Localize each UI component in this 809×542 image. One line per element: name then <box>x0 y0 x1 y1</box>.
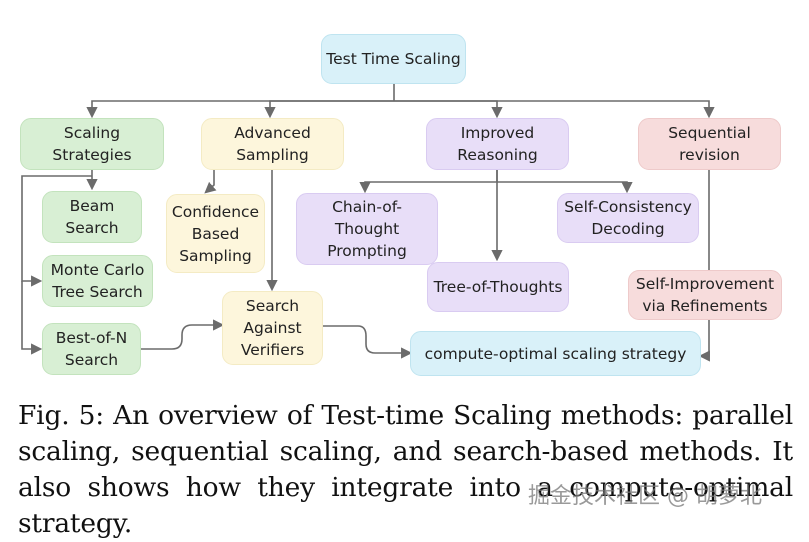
edge-reasoning-selfconsistency <box>497 181 633 194</box>
edge-scaling-montecarlo <box>21 175 92 287</box>
node-compute-optimal-scaling-strategy: compute-optimal scaling strategy <box>410 331 701 376</box>
node-tree-of-thoughts: Tree-of-Thoughts <box>427 262 569 312</box>
edge-root-sequential <box>394 100 715 119</box>
edge-root-reasoning <box>394 100 503 119</box>
edge-scaling-bestofn <box>21 281 43 355</box>
node-monte-carlo-tree-search: Monte Carlo Tree Search <box>42 255 153 307</box>
diagram-edges <box>21 84 715 362</box>
node-improved-reasoning: Improved Reasoning <box>426 118 569 170</box>
node-confidence-based-sampling: Confidence Based Sampling <box>166 194 265 273</box>
node-self-consistency-decoding: Self-Consistency Decoding <box>557 193 699 243</box>
edge-reasoning-cot <box>359 170 498 194</box>
node-scaling-strategies: Scaling Strategies <box>20 118 164 170</box>
node-best-of-n-search: Best-of-N Search <box>42 323 141 375</box>
node-test-time-scaling: Test Time Scaling <box>321 34 466 84</box>
test-time-scaling-diagram: Test Time Scaling Scaling Strategies Adv… <box>20 34 782 376</box>
node-chain-of-thought-prompting: Chain-of-Thought Prompting <box>296 193 438 265</box>
edge-sequential-optimal <box>698 170 710 362</box>
edge-sampling-confidence <box>204 170 217 194</box>
edge-root-scaling <box>86 100 394 119</box>
node-sequential-revision: Sequential revision <box>638 118 781 170</box>
node-advanced-sampling: Advanced Sampling <box>201 118 344 170</box>
watermark: 掘金技术社区 @ 胡萝北 <box>528 484 762 509</box>
figure-caption: Fig. 5: An overview of Test-time Scaling… <box>18 400 793 539</box>
node-search-against-verifiers: Search Against Verifiers <box>222 291 323 365</box>
edge-verifiers-optimal <box>323 325 413 359</box>
edge-root-sampling <box>264 100 394 119</box>
node-self-improvement-via-refinements: Self-Improvement via Refinements <box>628 270 782 320</box>
node-beam-search: Beam Search <box>42 191 142 243</box>
edge-bestofn-verifiers <box>141 319 225 350</box>
